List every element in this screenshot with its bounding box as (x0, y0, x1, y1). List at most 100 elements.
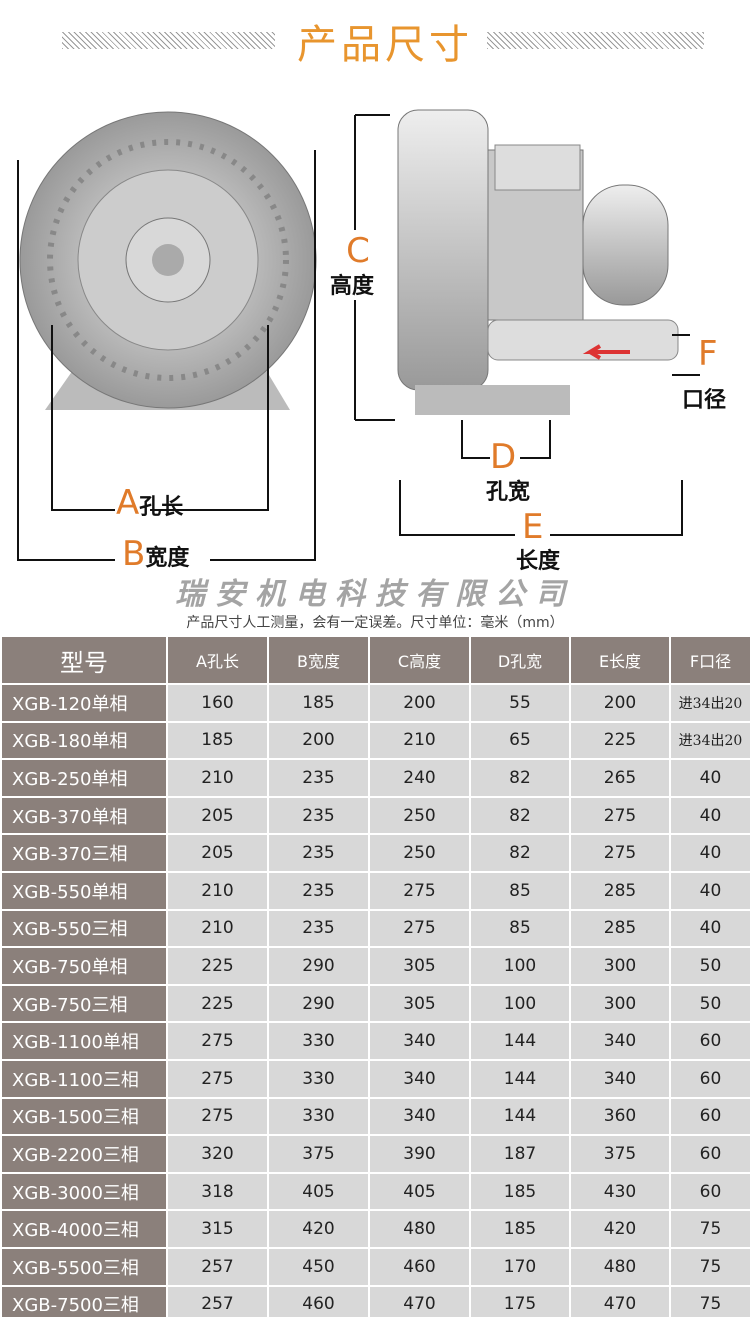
value-cell: 60 (669, 1171, 750, 1212)
column-header: D孔宽 (469, 635, 571, 685)
value-cell: 75 (669, 1209, 750, 1249)
value-cell: 85 (469, 870, 571, 911)
value-cell: 405 (368, 1171, 471, 1212)
model-cell: XGB-550单相 (0, 870, 168, 911)
column-header: 型号 (0, 635, 168, 685)
value-cell: 210 (166, 870, 269, 911)
value-cell: 305 (368, 946, 471, 986)
company-watermark: 瑞安机电科技有限公司 (175, 577, 575, 612)
value-cell: 265 (569, 758, 671, 798)
value-cell: 187 (469, 1134, 571, 1174)
blower-dimension-diagram (17, 109, 700, 561)
value-cell: 200 (267, 720, 370, 761)
model-cell: XGB-750单相 (0, 946, 168, 986)
value-cell: 240 (368, 758, 471, 798)
model-cell: XGB-550三相 (0, 908, 168, 949)
column-header: E长度 (569, 635, 671, 685)
value-cell: 275 (166, 1021, 269, 1061)
value-cell: 420 (267, 1209, 370, 1249)
value-cell: 进34出20 (669, 720, 750, 761)
value-cell: 225 (569, 720, 671, 761)
value-cell: 40 (669, 833, 750, 873)
measurement-note: 产品尺寸人工测量，会有一定误差。尺寸单位：毫米（mm） (186, 615, 564, 631)
value-cell: 205 (166, 795, 269, 836)
model-cell: XGB-120单相 (0, 683, 168, 723)
value-cell: 290 (267, 946, 370, 986)
model-cell: XGB-4000三相 (0, 1209, 168, 1249)
value-cell: 205 (166, 833, 269, 873)
value-cell: 50 (669, 946, 750, 986)
value-cell: 360 (569, 1096, 671, 1137)
value-cell: 225 (166, 983, 269, 1024)
value-cell: 75 (669, 1246, 750, 1287)
value-cell: 40 (669, 908, 750, 949)
value-cell: 330 (267, 1058, 370, 1099)
value-cell: 430 (569, 1171, 671, 1212)
value-cell: 340 (368, 1021, 471, 1061)
dimension-lines (17, 114, 700, 561)
blower-front-view (19, 111, 317, 410)
model-cell: XGB-3000三相 (0, 1171, 168, 1212)
model-cell: XGB-1100单相 (0, 1021, 168, 1061)
value-cell: 82 (469, 833, 571, 873)
value-cell: 275 (166, 1058, 269, 1099)
value-cell: 460 (267, 1284, 370, 1317)
value-cell: 85 (469, 908, 571, 949)
value-cell: 450 (267, 1246, 370, 1287)
value-cell: 100 (469, 946, 571, 986)
value-cell: 185 (469, 1209, 571, 1249)
value-cell: 235 (267, 795, 370, 836)
value-cell: 275 (569, 833, 671, 873)
model-cell: XGB-250单相 (0, 758, 168, 798)
value-cell: 65 (469, 720, 571, 761)
value-cell: 390 (368, 1134, 471, 1174)
value-cell: 470 (569, 1284, 671, 1317)
value-cell: 340 (368, 1096, 471, 1137)
value-cell: 210 (166, 758, 269, 798)
value-cell: 144 (469, 1058, 571, 1099)
value-cell: 235 (267, 758, 370, 798)
value-cell: 60 (669, 1058, 750, 1099)
value-cell: 257 (166, 1284, 269, 1317)
dimension-e-letter: E (522, 507, 544, 547)
model-cell: XGB-370单相 (0, 795, 168, 836)
blower-side-view (397, 109, 679, 415)
value-cell: 235 (267, 870, 370, 911)
value-cell: 185 (469, 1171, 571, 1212)
value-cell: 210 (368, 720, 471, 761)
value-cell: 60 (669, 1021, 750, 1061)
value-cell: 185 (166, 720, 269, 761)
value-cell: 340 (569, 1021, 671, 1061)
value-cell: 375 (569, 1134, 671, 1174)
column-header: C高度 (368, 635, 471, 685)
value-cell: 50 (669, 983, 750, 1024)
value-cell: 330 (267, 1096, 370, 1137)
model-cell: XGB-1500三相 (0, 1096, 168, 1137)
title-decoration-right (487, 32, 704, 49)
value-cell: 82 (469, 795, 571, 836)
value-cell: 144 (469, 1096, 571, 1137)
value-cell: 210 (166, 908, 269, 949)
dimension-f-text: 口径 (682, 388, 727, 413)
model-cell: XGB-7500三相 (0, 1284, 168, 1317)
value-cell: 200 (569, 683, 671, 723)
value-cell: 235 (267, 833, 370, 873)
value-cell: 318 (166, 1171, 269, 1212)
value-cell: 460 (368, 1246, 471, 1287)
value-cell: 315 (166, 1209, 269, 1249)
value-cell: 320 (166, 1134, 269, 1174)
column-header: F口径 (669, 635, 750, 685)
value-cell: 60 (669, 1134, 750, 1174)
value-cell: 200 (368, 683, 471, 723)
